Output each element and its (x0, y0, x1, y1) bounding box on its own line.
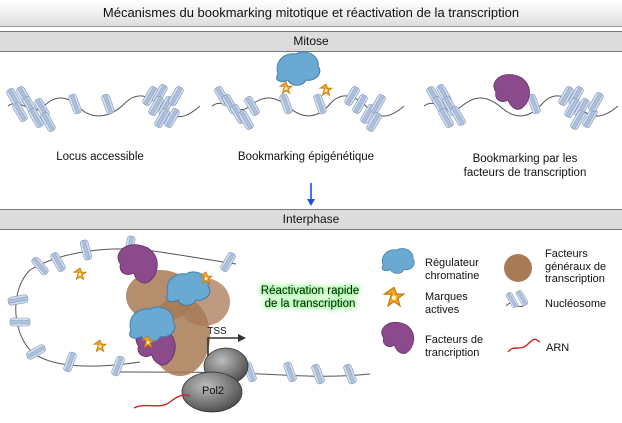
legend-arn-icon (507, 338, 541, 353)
legend (381, 248, 541, 354)
active-mark-star (319, 83, 333, 96)
tf-shape (493, 74, 530, 110)
label-pol2: Pol2 (201, 385, 225, 397)
legend-nucleosome-label: Nucléosome (545, 298, 607, 310)
active-mark-star (93, 339, 107, 352)
transcription-complex (117, 244, 230, 376)
legend-regulator-icon (381, 248, 415, 274)
pol2-complex (133, 334, 249, 413)
interphase-chromatin-loop (7, 235, 371, 386)
arn-strand (133, 394, 191, 409)
legend-general-factors-icon (504, 254, 532, 282)
section-header-interphase: Interphase (0, 209, 622, 230)
transition-arrow (307, 183, 315, 206)
chromatin-epigenetic-bookmarking (211, 51, 405, 133)
section-header-mitose: Mitose (0, 31, 622, 52)
nucleosome-cluster-left (5, 85, 57, 133)
legend-arn-label: ARN (546, 342, 570, 354)
chromatin-tf-bookmarking (423, 74, 619, 131)
regulator-shape (276, 51, 321, 86)
legend-tf-icon (381, 321, 415, 354)
label-accessible-locus: Locus accessible (56, 151, 144, 163)
legend-mark-icon (383, 286, 405, 307)
chromatin-accessible-locus (5, 83, 201, 133)
label-tss: TSS (207, 326, 227, 337)
legend-nucleosome-icon (504, 289, 530, 309)
label-epigenetic-bookmarking: Bookmarking épigénétique (237, 151, 375, 163)
active-mark-star (73, 267, 87, 280)
diagram-title: Mécanismes du bookmarking mitotique et r… (0, 0, 622, 27)
nucleosome-cluster-right (141, 83, 185, 129)
